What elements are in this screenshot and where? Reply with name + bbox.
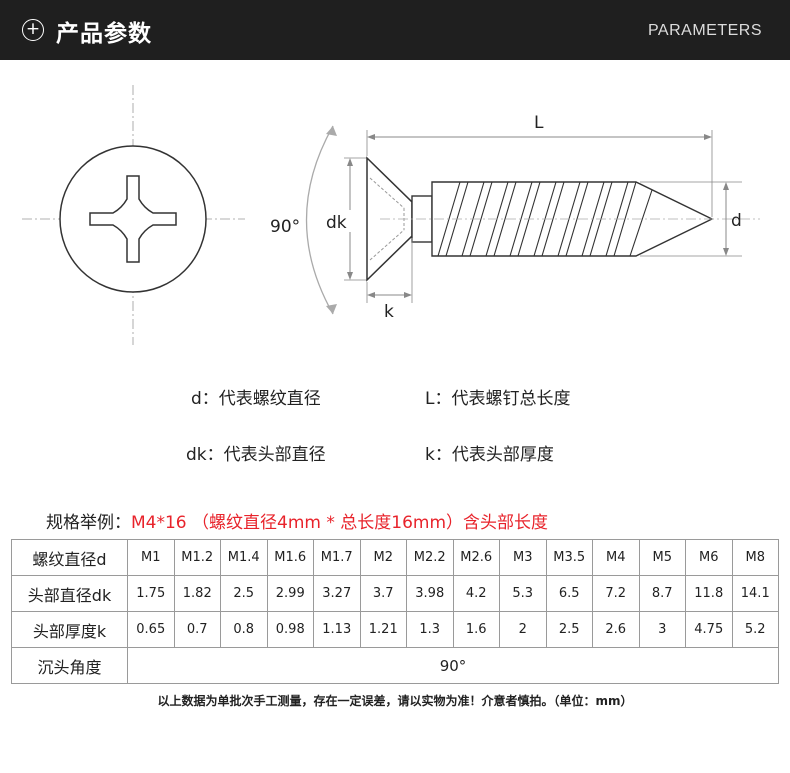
spec-table: 螺纹直径d M1 M1.2 M1.4 M1.6 M1.7 M2 M2.2 M2.… (11, 539, 779, 684)
table-row: 头部厚度k 0.65 0.7 0.8 0.98 1.13 1.21 1.3 1.… (11, 611, 779, 648)
k-dimension: k (366, 238, 413, 322)
table-cell: 2 (499, 611, 547, 648)
dk-label: dk (326, 213, 347, 233)
row-header: 头部直径dk (11, 575, 128, 612)
table-cell: M2 (359, 539, 407, 576)
table-cell: 1.3 (406, 611, 454, 648)
table-cell: 4.2 (452, 575, 500, 612)
length-label: L (534, 113, 544, 133)
table-cell: 1.6 (452, 611, 500, 648)
table-row: 螺纹直径d M1 M1.2 M1.4 M1.6 M1.7 M2 M2.2 M2.… (11, 539, 779, 576)
table-cell: M6 (685, 539, 733, 576)
table-cell: M1.7 (313, 539, 361, 576)
table-cell: 14.1 (731, 575, 779, 612)
table-cell: M3 (499, 539, 547, 576)
table-cell: 2.6 (592, 611, 640, 648)
row-header: 沉头角度 (11, 647, 128, 684)
table-cell: M1 (127, 539, 175, 576)
table-row: 头部直径dk 1.75 1.82 2.5 2.99 3.27 3.7 3.98 … (11, 575, 779, 612)
legend-k: k：代表头部厚度 (425, 445, 554, 465)
spec-example: 规格举例：M4*16 （螺纹直径4mm * 总长度16mm）含头部长度 (46, 508, 548, 533)
table-cell: 2.5 (545, 611, 593, 648)
angle-label: 90° (270, 217, 300, 237)
table-cell: M2.2 (406, 539, 454, 576)
length-dimension: L (366, 113, 713, 217)
table-cell: 0.65 (127, 611, 175, 648)
table-cell: 0.8 (220, 611, 268, 648)
table-cell: 5.3 (499, 575, 547, 612)
plus-circle-icon: + (22, 19, 44, 41)
table-cell: 3.98 (406, 575, 454, 612)
table-cell: 0.98 (266, 611, 314, 648)
table-cell: 8.7 (638, 575, 686, 612)
angle-indicator: 90° (270, 125, 337, 315)
table-cell: M1.4 (220, 539, 268, 576)
table-cell: M1.2 (173, 539, 221, 576)
table-row: 沉头角度 90° (11, 647, 779, 684)
k-label: k (384, 302, 394, 322)
table-cell-angle: 90° (127, 647, 779, 684)
row-header: 螺纹直径d (11, 539, 128, 576)
spec-example-value: M4*16 （螺纹直径4mm * 总长度16mm）含头部长度 (131, 513, 549, 533)
table-cell: 0.7 (173, 611, 221, 648)
table-cell: 2.5 (220, 575, 268, 612)
d-label: d (731, 211, 742, 231)
screw-diagram: 90° dk L (22, 85, 760, 345)
row-header: 头部厚度k (11, 611, 128, 648)
d-dimension: d (640, 181, 742, 257)
legend-L: L：代表螺钉总长度 (425, 389, 571, 409)
screw-head-top-view (22, 85, 245, 345)
table-cell: M3.5 (545, 539, 593, 576)
dk-dimension: dk (326, 157, 367, 281)
legend-d: d：代表螺纹直径 (191, 389, 321, 409)
measurement-note: 以上数据为单批次手工测量，存在一定误差，请以实物为准！介意者慎拍。（单位：mm） (157, 694, 633, 708)
table-cell: 2.99 (266, 575, 314, 612)
table-cell: 3.27 (313, 575, 361, 612)
table-cell: 1.13 (313, 611, 361, 648)
legend-dk: dk：代表头部直径 (186, 445, 326, 465)
table-cell: 3.7 (359, 575, 407, 612)
section-title: 产品参数 (56, 21, 152, 47)
table-cell: 4.75 (685, 611, 733, 648)
table-cell: M2.6 (452, 539, 500, 576)
table-cell: 6.5 (545, 575, 593, 612)
table-cell: 7.2 (592, 575, 640, 612)
table-cell: 11.8 (685, 575, 733, 612)
table-cell: 1.75 (127, 575, 175, 612)
section-header: + 产品参数 PARAMETERS (0, 0, 790, 60)
table-cell: M4 (592, 539, 640, 576)
table-cell: M1.6 (266, 539, 314, 576)
table-cell: 1.82 (173, 575, 221, 612)
table-cell: M8 (731, 539, 779, 576)
table-cell: 1.21 (359, 611, 407, 648)
table-cell: 5.2 (731, 611, 779, 648)
spec-example-label: 规格举例： (46, 513, 131, 533)
table-cell: M5 (638, 539, 686, 576)
screw-side-view (366, 156, 760, 282)
table-cell: 3 (638, 611, 686, 648)
section-subtitle: PARAMETERS (647, 22, 762, 39)
